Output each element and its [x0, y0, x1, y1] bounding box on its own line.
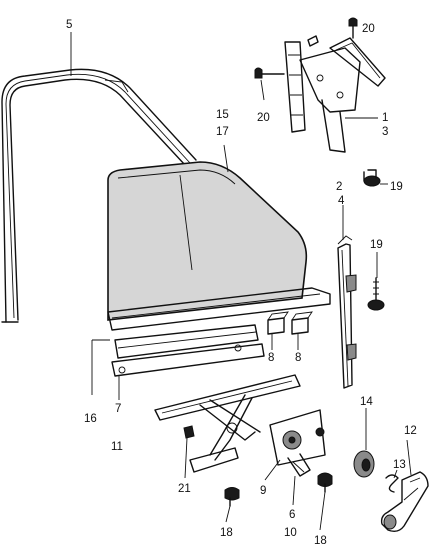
rear-run-channel: [337, 235, 357, 389]
bolt-18-left: [224, 487, 240, 507]
callout-4: 4: [338, 195, 345, 207]
window-crank-handle: [380, 471, 429, 533]
guide-block-8-right: [291, 311, 313, 335]
callout-20-top: 20: [362, 23, 375, 35]
callout-10: 10: [284, 527, 297, 539]
guide-block-8-left: [267, 311, 289, 335]
bolt-18-right: [317, 472, 333, 493]
mirror-bracket-assembly: [284, 35, 386, 153]
spring-clip: [385, 474, 399, 493]
callout-5: 5: [66, 19, 72, 31]
bolt-19-upper: [363, 169, 381, 187]
callout-17: 17: [216, 126, 229, 138]
glass-lower-channel: [107, 287, 331, 377]
callout-15: 15: [216, 109, 229, 121]
callout-7: 7: [115, 403, 121, 415]
bolt-19-lower: [367, 277, 385, 311]
callout-21: 21: [178, 483, 191, 495]
door-glass: [107, 161, 308, 321]
screw-20-top: [348, 17, 358, 39]
escutcheon-washer: [353, 450, 375, 478]
callout-8-right: 8: [295, 352, 301, 364]
callout-6: 6: [289, 509, 295, 521]
screw-20-left: [254, 67, 285, 79]
callout-11: 11: [111, 441, 123, 453]
window-frame-channel: [1, 68, 197, 323]
callout-2: 2: [336, 181, 342, 193]
callout-18-left: 18: [220, 527, 233, 539]
callout-12: 12: [404, 425, 417, 437]
callout-14: 14: [360, 396, 373, 408]
window-regulator: [154, 374, 326, 477]
callout-18-right: 18: [314, 535, 327, 547]
callout-16: 16: [84, 413, 97, 425]
callout-9: 9: [260, 485, 266, 497]
callout-1: 1: [382, 112, 388, 124]
callout-19-lower: 19: [370, 239, 383, 251]
callout-13: 13: [393, 459, 406, 471]
callout-3: 3: [382, 126, 388, 138]
leader-lines: [70, 32, 412, 531]
callout-20-left: 20: [257, 112, 270, 124]
callout-labels: 5 20 20 1 3 15 17 2 19 4 19 8 8 16 7 11 …: [66, 19, 417, 547]
callout-19-upper: 19: [390, 181, 403, 193]
callout-8-left: 8: [268, 352, 274, 364]
